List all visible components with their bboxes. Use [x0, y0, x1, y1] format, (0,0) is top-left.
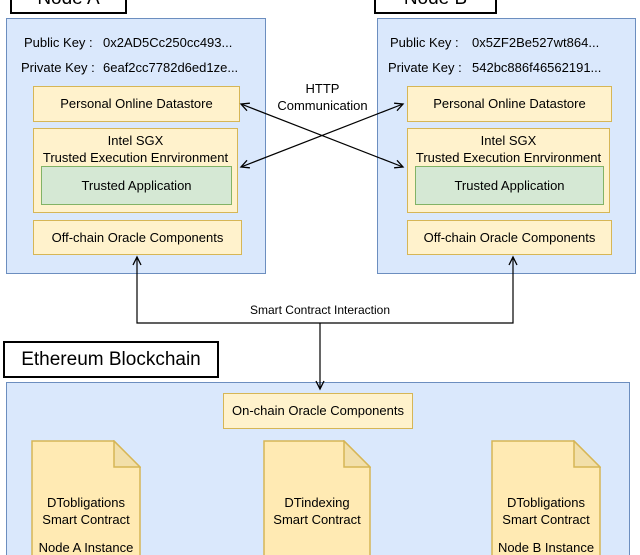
smart-contract-interaction-label: Smart Contract Interaction: [249, 303, 391, 317]
contract-line2: Smart Contract: [502, 512, 590, 527]
ethereum-blockchain-title: Ethereum Blockchain: [3, 341, 219, 378]
node-a-datastore-label: Personal Online Datastore: [60, 96, 213, 111]
ethereum-title-label: Ethereum Blockchain: [21, 348, 201, 370]
node-a-title: Node A: [10, 0, 127, 14]
node-b-offchain-label: Off-chain Oracle Components: [423, 229, 596, 245]
contract-name: DTobligations Smart Contract: [31, 494, 141, 528]
node-b-personal-online-datastore: Personal Online Datastore: [407, 86, 612, 122]
contract-line1: DTobligations: [506, 495, 586, 510]
http-label-line1: HTTP: [305, 81, 340, 96]
contract-line1: DTindexing: [284, 495, 350, 510]
node-a-trusted-app-label: Trusted Application: [81, 178, 192, 193]
http-communication-label: HTTP Communication: [250, 80, 395, 114]
node-a-public-key-label: Public Key :: [24, 35, 93, 50]
node-b-trusted-app-label: Trusted Application: [454, 178, 565, 193]
node-a-offchain-oracle-components: Off-chain Oracle Components: [33, 220, 242, 255]
smart-contract-document-node-a: DTobligations Smart Contract Node A Inst…: [31, 440, 141, 555]
smart-contract-document-node-b: DTobligations Smart Contract Node B Inst…: [491, 440, 601, 555]
node-b-title-label: Node B: [404, 0, 467, 10]
node-b-title: Node B: [374, 0, 497, 14]
node-b-private-key-value: 542bc886f46562191...: [472, 60, 602, 75]
node-a-private-key-label: Private Key :: [21, 60, 95, 75]
node-a-trusted-application: Trusted Application: [41, 166, 232, 205]
node-a-tee-line1: Intel SGX: [107, 133, 164, 148]
node-b-private-key-label: Private Key :: [388, 60, 462, 75]
node-b-offchain-oracle-components: Off-chain Oracle Components: [407, 220, 612, 255]
node-a-personal-online-datastore: Personal Online Datastore: [33, 86, 240, 122]
node-a-offchain-label: Off-chain Oracle Components: [51, 229, 224, 245]
node-a-title-label: Node A: [37, 0, 99, 10]
node-b-public-key-label: Public Key :: [390, 35, 459, 50]
document-icon: [263, 440, 371, 555]
http-label-line2: Communication: [277, 98, 368, 113]
document-icon: [31, 440, 141, 555]
node-b-tee-line1: Intel SGX: [480, 133, 537, 148]
node-b-trusted-application: Trusted Application: [415, 166, 604, 205]
contract-line1: DTobligations: [46, 495, 126, 510]
onchain-label: On-chain Oracle Components: [232, 403, 404, 418]
contract-line2: Smart Contract: [42, 512, 130, 527]
node-b-tee-line2: Trusted Execution Enrvironment: [415, 150, 602, 165]
document-icon: [491, 440, 601, 555]
node-a-private-key-value: 6eaf2cc7782d6ed1ze...: [103, 60, 239, 75]
contract-name: DTindexing Smart Contract: [263, 494, 371, 528]
smart-contract-document-indexing: DTindexing Smart Contract: [263, 440, 371, 555]
node-a-tee-line2: Trusted Execution Enrvironment: [42, 150, 229, 165]
contract-name: DTobligations Smart Contract: [491, 494, 601, 528]
node-a-public-key-value: 0x2AD5Cc250cc493...: [103, 35, 233, 50]
node-b-datastore-label: Personal Online Datastore: [433, 96, 586, 111]
onchain-oracle-components: On-chain Oracle Components: [223, 393, 413, 429]
node-b-public-key-value: 0x5ZF2Be527wt864...: [472, 35, 600, 50]
contract-line2: Smart Contract: [273, 512, 361, 527]
contract-instance: Node A Instance: [38, 540, 134, 555]
contract-instance: Node B Instance: [497, 540, 595, 555]
